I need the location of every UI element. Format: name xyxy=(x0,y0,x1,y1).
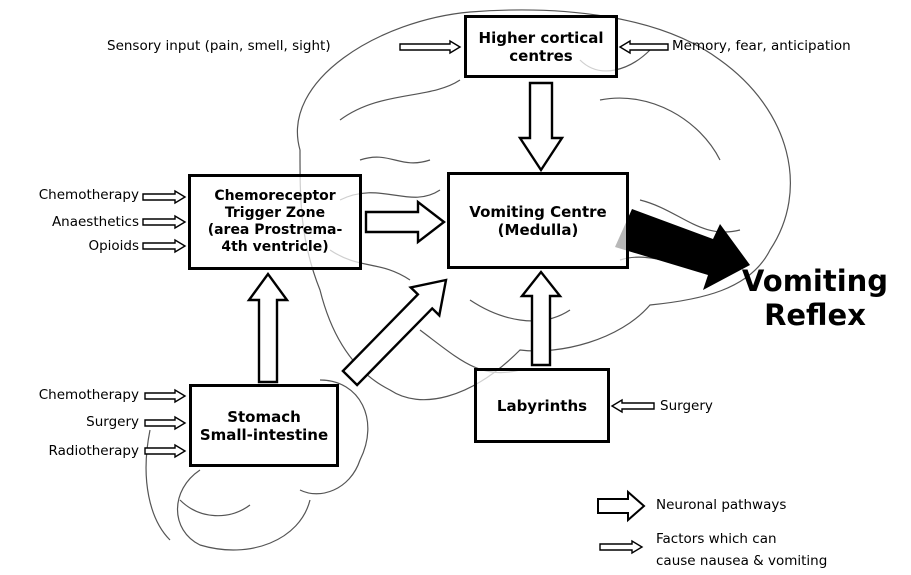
arrow-ctz-chemotherapy xyxy=(143,191,185,203)
arrow-memory-to-cortical xyxy=(620,41,668,53)
stomach-small-intestine-box: Stomach Small-intestine xyxy=(189,384,339,467)
arrow-stomach-to-vomiting-centre xyxy=(343,280,446,385)
ctz-factor-chemotherapy-label: Chemotherapy xyxy=(39,187,139,203)
legend-factors-label-line2: cause nausea & vomiting xyxy=(656,553,827,569)
legend-neuronal-pathway-arrow xyxy=(598,492,644,520)
arrow-ctz-to-vomiting-centre xyxy=(366,202,444,242)
stomach-factor-surgery-label: Surgery xyxy=(86,414,139,430)
ctz-factor-anaesthetics-label: Anaesthetics xyxy=(52,214,139,230)
higher-cortical-centres-box: Higher cortical centres xyxy=(464,15,618,78)
stomach-factor-radiotherapy-label: Radiotherapy xyxy=(49,443,139,459)
labyrinth-factor-surgery-label: Surgery xyxy=(660,398,713,414)
stomach-factor-chemotherapy-label: Chemotherapy xyxy=(39,387,139,403)
chemoreceptor-trigger-zone-box: Chemoreceptor Trigger Zone (area Prostre… xyxy=(188,174,362,270)
arrow-ctz-anaesthetics xyxy=(143,216,185,228)
legend-factors-label-line1: Factors which can xyxy=(656,531,777,547)
arrow-stomach-chemotherapy xyxy=(145,390,185,402)
arrow-stomach-radiotherapy xyxy=(145,445,185,457)
factor-arrows xyxy=(143,41,668,553)
legend-neuronal-pathways-label: Neuronal pathways xyxy=(656,497,786,513)
vomiting-reflex-label: Vomiting Reflex xyxy=(735,264,895,332)
memory-fear-anticipation-label: Memory, fear, anticipation xyxy=(672,38,851,54)
vomiting-centre-box: Vomiting Centre (Medulla) xyxy=(447,172,629,269)
vomiting-reflex-arrow xyxy=(615,209,750,290)
legend-factor-arrow xyxy=(600,541,642,553)
arrow-stomach-to-ctz xyxy=(249,274,287,382)
arrow-stomach-surgery xyxy=(145,417,185,429)
sensory-input-label: Sensory input (pain, smell, sight) xyxy=(107,38,331,54)
arrow-sensory-to-cortical xyxy=(400,41,460,53)
ctz-factor-opioids-label: Opioids xyxy=(88,238,139,254)
arrow-ctz-opioids xyxy=(143,240,185,252)
arrow-cortical-to-vomiting-centre xyxy=(520,83,562,170)
labyrinths-box: Labyrinths xyxy=(474,368,610,443)
arrow-surgery-to-labyrinths xyxy=(612,400,654,412)
